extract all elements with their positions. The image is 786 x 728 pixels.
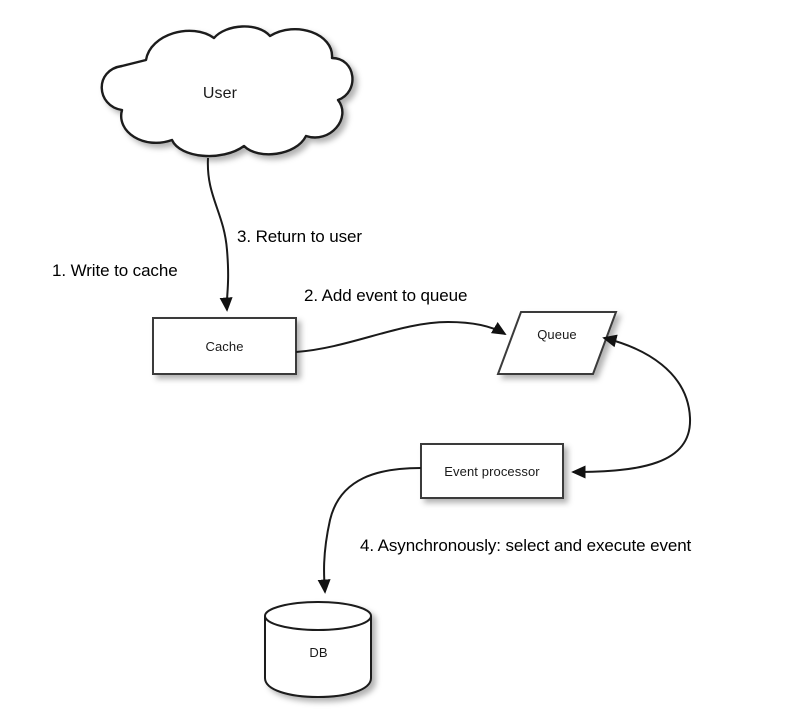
db-cylinder-body <box>264 616 372 699</box>
edge-queue-event-processor-loop <box>571 334 692 479</box>
cloud-shape <box>100 25 354 158</box>
node-label-queue: Queue <box>537 327 577 342</box>
db-cylinder-top <box>264 601 372 631</box>
node-label-event-processor: Event processor <box>444 464 540 479</box>
node-label-db: DB <box>309 645 328 660</box>
edge-user-to-cache <box>206 157 233 312</box>
node-user[interactable] <box>100 25 354 158</box>
node-event-processor[interactable] <box>420 443 564 499</box>
edge-label-async-select-execute: 4. Asynchronously: select and execute ev… <box>360 536 692 555</box>
node-label-user: User <box>202 85 238 102</box>
node-queue[interactable] <box>496 311 618 375</box>
node-cache[interactable] <box>152 317 297 375</box>
edge-label-add-event-to-queue: 2. Add event to queue <box>304 286 468 305</box>
event-processor-shape <box>420 443 564 499</box>
node-label-cache: Cache <box>205 339 244 354</box>
cache-shape <box>152 317 297 375</box>
edge-label-return-to-user: 3. Return to user <box>237 227 362 246</box>
edge-label-write-to-cache: 1. Write to cache <box>52 261 178 280</box>
edge-event-processor-to-db <box>317 467 422 594</box>
node-db[interactable] <box>264 601 372 699</box>
queue-shape <box>496 311 618 375</box>
edge-cache-to-queue <box>295 320 507 353</box>
